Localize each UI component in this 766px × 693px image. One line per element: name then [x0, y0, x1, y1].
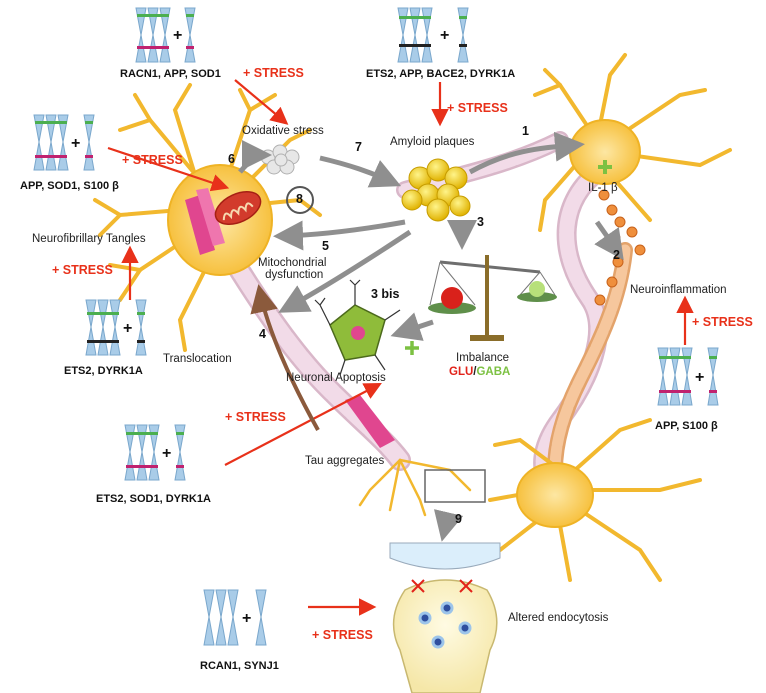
- oxidative-stress-label: Oxidative stress: [242, 125, 324, 137]
- cycle-8-symbol: [286, 186, 314, 214]
- glu-gaba-slash: /: [473, 366, 477, 378]
- step-number-1: 1: [522, 124, 529, 138]
- stress-label-left: + STRESS: [122, 153, 183, 167]
- step-number-9: 9: [455, 512, 462, 526]
- gene-set-top-left: RACN1, APP, SOD1: [120, 68, 221, 80]
- process-arrows: [238, 131, 624, 542]
- neurofibrillary-tangles-label: Neurofibrillary Tangles: [32, 233, 146, 245]
- svg-text:+: +: [440, 27, 449, 44]
- mito-line2: dysfunction: [265, 269, 324, 281]
- gene-set-right: APP, S100 β: [655, 420, 718, 432]
- glu-gaba-label: GLU/GABA: [449, 366, 510, 378]
- amyloid-plaques: [401, 158, 471, 222]
- chromosome-group-left: +: [33, 114, 95, 171]
- tau-aggregates-shape: [345, 395, 395, 448]
- svg-text:+: +: [71, 135, 80, 152]
- glu-text: GLU: [449, 366, 474, 378]
- step-number-8: 8: [296, 192, 303, 206]
- stress-arrows: [107, 79, 694, 616]
- right-neuron-soma: [569, 119, 641, 185]
- svg-text:+: +: [695, 369, 704, 386]
- mito-line1: Mitochondrial: [258, 257, 327, 269]
- svg-text:+: +: [162, 445, 171, 462]
- gene-set-left: APP, SOD1, S100 β: [20, 180, 119, 192]
- green-plus-icon: [598, 160, 612, 174]
- translocation-label: Translocation: [163, 353, 232, 365]
- imbalance-label: Imbalance: [456, 352, 510, 364]
- chromosome-group-mid-left: +: [85, 299, 147, 356]
- amyloid-plaques-label: Amyloid plaques: [390, 136, 475, 148]
- il1b-label: IL-1 β: [588, 182, 618, 194]
- axon-terminal-branches: [358, 458, 472, 517]
- gene-set-bottom-left: ETS2, SOD1, DYRK1A: [96, 493, 211, 505]
- mitochondrial-dysfunction-label: Mitochondrial dysfunction: [258, 257, 326, 281]
- step-number-3: 3: [477, 215, 484, 229]
- green-plus-icon-apoptosis: [405, 341, 419, 355]
- step-number-4: 4: [259, 327, 266, 341]
- chromosome-group-top-center: +: [397, 7, 469, 63]
- postsynaptic-membrane: [389, 542, 501, 570]
- gene-set-top-center: ETS2, APP, BACE2, DYRK1A: [366, 68, 516, 80]
- step-number-7: 7: [355, 140, 362, 154]
- oxidative-stress-cluster: [260, 144, 300, 175]
- altered-endocytosis-label: Altered endocytosis: [508, 612, 609, 624]
- svg-text:+: +: [173, 27, 182, 44]
- chromosome-group-top-left: +: [135, 7, 196, 63]
- balance-scale-icon: [428, 255, 557, 341]
- zoom-box: [424, 469, 486, 503]
- tau-aggregates-label: Tau aggregates: [305, 455, 385, 467]
- stress-label-top-center: + STRESS: [447, 101, 508, 115]
- right-neuron: [533, 53, 732, 232]
- step-number-6: 6: [228, 152, 235, 166]
- chromosome-group-bottom-left: +: [124, 424, 186, 481]
- gene-set-bottom: RCAN1, SYNJ1: [200, 660, 279, 672]
- step-number-5: 5: [322, 239, 329, 253]
- svg-text:+: +: [123, 320, 132, 337]
- stress-label-mid-left: + STRESS: [52, 263, 113, 277]
- neuroinflammation-label: Neuroinflammation: [630, 284, 727, 296]
- stress-label-bottom-left: + STRESS: [225, 410, 286, 424]
- stress-label-right: + STRESS: [692, 315, 753, 329]
- step-number-3bis: 3 bis: [371, 287, 400, 301]
- apoptotic-neuron: [314, 279, 401, 376]
- step-number-2: 2: [613, 248, 620, 262]
- gaba-text: GABA: [476, 366, 511, 378]
- stress-label-top-left: + STRESS: [243, 66, 304, 80]
- presynaptic-terminal: [392, 579, 498, 693]
- stress-label-bottom: + STRESS: [312, 628, 373, 642]
- translocation-arrow: [250, 284, 320, 431]
- gene-set-mid-left: ETS2, DYRK1A: [64, 365, 143, 377]
- mitochondrion: [214, 191, 262, 225]
- chromosome-group-bottom: +: [203, 589, 267, 646]
- svg-text:+: +: [242, 610, 251, 627]
- neuronal-apoptosis-label: Neuronal Apoptosis: [286, 372, 386, 384]
- chromosome-group-right: +: [657, 347, 719, 406]
- bottom-neuron-soma: [516, 462, 594, 528]
- neurofibrillary-tangle-shapes: [185, 188, 225, 255]
